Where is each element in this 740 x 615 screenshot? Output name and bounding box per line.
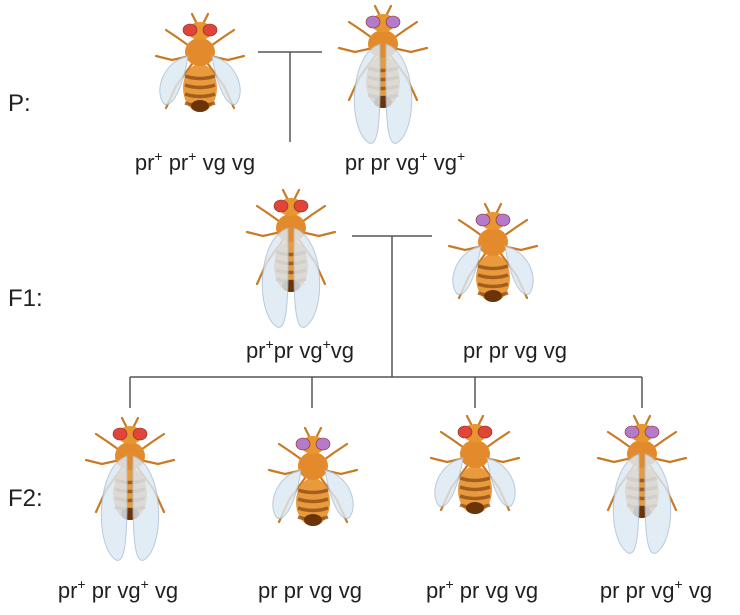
f2-fly-3 [429, 414, 521, 514]
f1-right-fly [447, 202, 539, 302]
genotype-f2-3: pr+ pr vg vg [425, 576, 539, 603]
genotype-f1-left: pr+pr vg+vg [245, 336, 355, 363]
generation-label-f1: F1: [8, 285, 43, 312]
genotype-p-right: pr pr vg+ vg+ [344, 148, 466, 175]
p-left-fly [154, 12, 246, 112]
p-right-fly [337, 4, 429, 144]
f1-left-fly [245, 188, 337, 328]
genotype-f1-right: pr pr vg vg [463, 338, 567, 363]
genotype-f2-4: pr pr vg+ vg [599, 576, 713, 603]
f2-fly-4 [596, 414, 688, 554]
f2-fly-2 [267, 426, 359, 526]
genotype-f2-1: pr+ pr vg+ vg [57, 576, 179, 603]
generation-label-f2: F2: [8, 485, 43, 512]
generation-label-p: P: [8, 90, 31, 117]
genotype-p-left: pr+ pr+ vg vg [134, 148, 256, 175]
f2-fly-1 [84, 416, 176, 561]
genotype-f2-2: pr pr vg vg [258, 578, 362, 603]
